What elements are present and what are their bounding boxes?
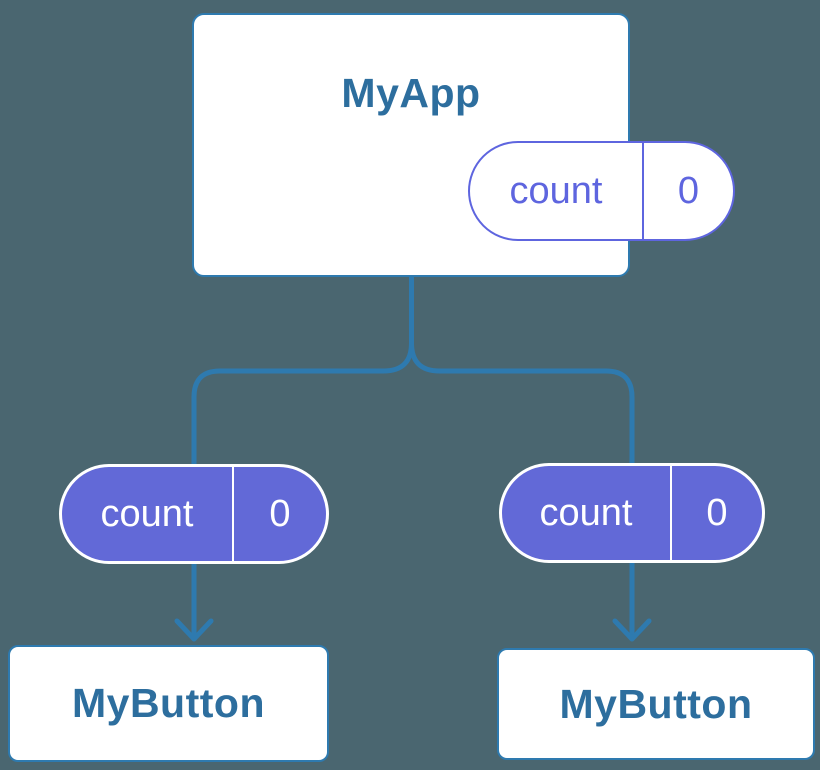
connector-right-branch xyxy=(409,277,635,463)
prop-pill-left: count 0 xyxy=(59,464,329,564)
state-pill-label: count xyxy=(470,143,644,239)
prop-pill-right-value: 0 xyxy=(706,492,728,534)
prop-pill-left-label: count xyxy=(62,467,234,561)
state-pill-value: 0 xyxy=(677,170,700,212)
state-pill: count 0 xyxy=(468,141,735,241)
myapp-title: MyApp xyxy=(341,70,481,116)
prop-pill-left-value: 0 xyxy=(269,493,291,535)
prop-pill-right: count 0 xyxy=(499,463,765,563)
arrow-right-head-icon xyxy=(612,618,652,642)
connector-left-branch xyxy=(191,277,414,464)
mybutton-node-left: MyButton xyxy=(8,645,329,762)
mybutton-right-title: MyButton xyxy=(559,680,753,727)
mybutton-node-right: MyButton xyxy=(497,648,815,760)
myapp-node: MyApp count 0 xyxy=(192,13,735,277)
mybutton-left-title: MyButton xyxy=(71,680,265,726)
arrow-left-head-icon xyxy=(174,618,214,642)
prop-pill-right-label: count xyxy=(502,466,672,560)
